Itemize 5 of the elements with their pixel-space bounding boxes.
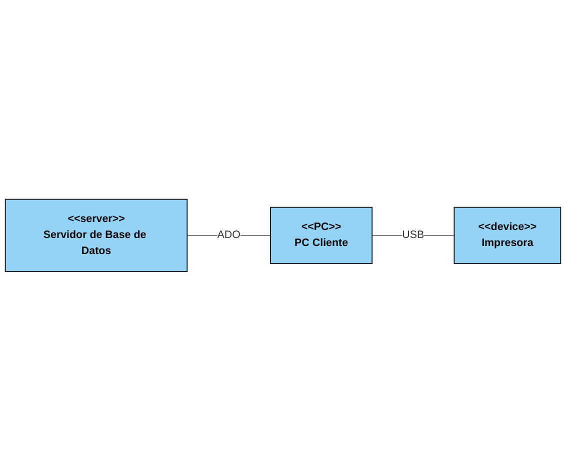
edge-label: USB (402, 228, 424, 240)
edge-label: ADO (217, 228, 240, 240)
node-box: <<device>> Impresora (454, 206, 562, 264)
node-box: <<server>> Servidor de Base de Datos (4, 198, 188, 272)
node-box: <<PC>> PC Cliente (270, 206, 373, 264)
